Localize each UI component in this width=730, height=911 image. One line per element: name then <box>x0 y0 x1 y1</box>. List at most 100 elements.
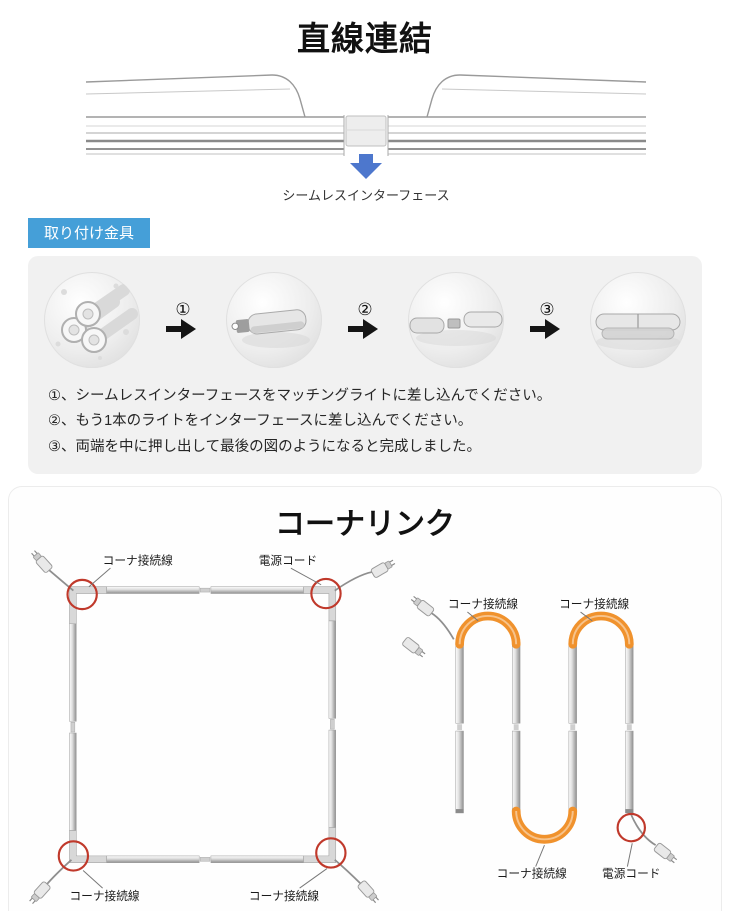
corner-cable-label: コーナ接続線 <box>448 597 518 611</box>
tube-endcurve <box>426 74 461 118</box>
joint <box>457 724 463 731</box>
arrow-shape <box>530 319 560 339</box>
tube-endcurve <box>271 74 306 118</box>
joined-tubes-icon <box>595 313 681 350</box>
leader-line <box>82 870 103 889</box>
power-plug-icon <box>401 636 428 660</box>
straight-connection-diagram: シームレスインターフェース <box>85 74 647 203</box>
bracket-section: 取り付け金具 <box>0 210 730 475</box>
tube-segment <box>69 623 77 722</box>
straight-connection-section: 直線連結 <box>0 12 730 210</box>
insert-interface-icon <box>231 309 310 348</box>
straight-section-title: 直線連結 <box>297 20 433 57</box>
tube-segment <box>512 730 521 814</box>
power-plug-icon <box>408 593 436 618</box>
power-plug-icon <box>28 548 54 575</box>
instructions: ①、シームレスインターフェースをマッチングライトに差し込んでください。 ②、もう… <box>48 384 686 460</box>
arrow-shape <box>166 319 196 339</box>
tube-end-hole <box>82 308 94 320</box>
corner-link-section: コーナリンク <box>8 486 722 911</box>
tube-segment <box>210 855 304 864</box>
tube-segment <box>106 586 200 594</box>
red-highlight-circle <box>57 840 90 872</box>
corner-section-title: コーナリンク <box>275 508 455 542</box>
tube-segment <box>455 730 464 814</box>
corner-cable-label: コーナ接続線 <box>559 597 629 611</box>
tube-segment <box>568 642 577 724</box>
down-arrow-icon <box>350 154 382 179</box>
tube-below <box>601 327 675 340</box>
leader-line <box>88 567 111 588</box>
step-arrow-2: ② <box>348 301 382 339</box>
connector-nub <box>235 319 250 333</box>
leader-line <box>467 611 479 622</box>
leader-line <box>580 611 593 622</box>
tube-segment <box>210 586 304 594</box>
corner-cable-label: コーナ接続線 <box>103 553 173 567</box>
tube-line <box>459 74 647 83</box>
joint <box>570 724 576 731</box>
leader-line <box>299 868 328 889</box>
power-plug-icon <box>369 557 398 579</box>
tube-segment <box>625 730 634 814</box>
corner-cable-label: コーナ接続線 <box>249 889 319 903</box>
cord <box>45 859 73 886</box>
step-photo-4 <box>590 272 686 368</box>
leader-line <box>535 845 545 867</box>
tube-end-hole <box>88 334 100 346</box>
instruction-line: ③、両端を中に押し出して最後の図のようになると完成しました。 <box>48 438 482 455</box>
tube-segment <box>625 642 634 724</box>
tube-segment <box>328 729 336 828</box>
shadow <box>242 332 310 348</box>
step-photo-3 <box>408 272 504 368</box>
red-highlight-circle <box>616 813 646 843</box>
step-photo-1 <box>44 272 140 368</box>
joint <box>513 724 519 731</box>
arc-highlight <box>458 615 518 645</box>
tube-segment <box>69 732 77 831</box>
bracket-badge: 取り付け金具 <box>28 218 151 248</box>
leader-line <box>626 843 633 867</box>
fixture <box>231 309 307 335</box>
corner-link-arc <box>511 806 578 844</box>
speckle <box>55 341 61 347</box>
corner-elbow <box>303 586 337 622</box>
connector-pin <box>231 322 239 330</box>
corner-elbow <box>303 827 337 864</box>
power-cord-label: 電源コード <box>259 553 317 567</box>
step-arrow-3: ③ <box>530 301 564 339</box>
red-highlight-circle <box>66 578 98 611</box>
tube-left <box>85 74 345 156</box>
shadow <box>416 330 496 346</box>
joint <box>199 857 211 862</box>
fixture-underside <box>250 321 305 334</box>
speckle <box>61 289 67 295</box>
tube-endcap <box>625 809 634 814</box>
corner-link-arc <box>455 611 521 649</box>
two-tubes-gap-icon <box>409 311 503 346</box>
connector-body <box>345 115 387 147</box>
corner-link-arc <box>568 611 634 649</box>
arrow-shape <box>348 319 378 339</box>
steps-row: ① <box>40 272 690 368</box>
cord <box>430 612 455 640</box>
leader-line <box>290 567 322 586</box>
power-plug-icon <box>26 880 52 907</box>
cord <box>334 859 362 885</box>
joint <box>70 722 76 733</box>
arc-highlight <box>515 811 574 841</box>
step-photo-2 <box>226 272 322 368</box>
arrow-right-icon <box>530 319 560 339</box>
seamless-interface-label: シームレスインターフェース <box>282 188 449 203</box>
speckle <box>123 329 129 335</box>
tube-endcap <box>455 809 464 814</box>
speckle <box>98 356 102 360</box>
tube-segment <box>568 730 577 814</box>
interface-piece <box>447 318 461 329</box>
arc-highlight <box>571 615 631 645</box>
tube-right <box>463 311 503 328</box>
tube-ends-icon <box>55 283 138 360</box>
tube-segment <box>106 855 200 864</box>
red-highlight-circle <box>315 837 347 869</box>
